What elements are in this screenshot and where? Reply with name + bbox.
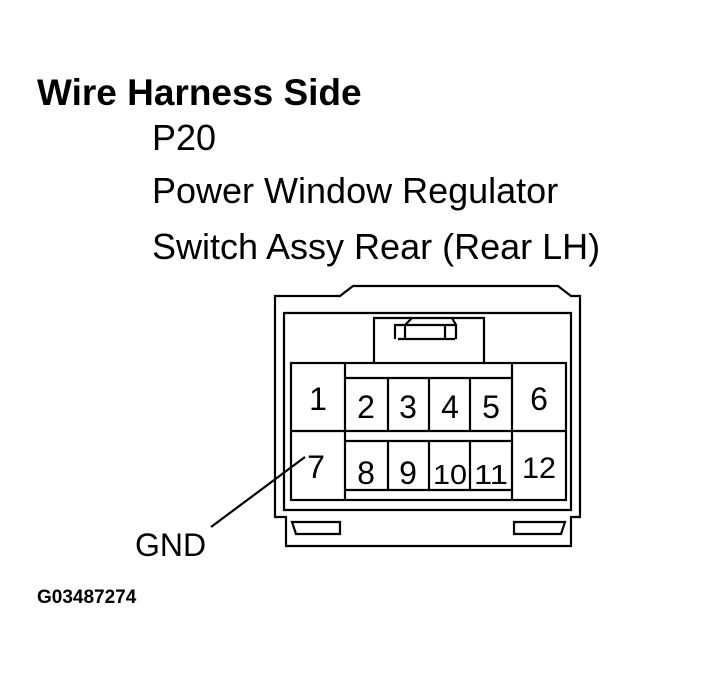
connector-latch bbox=[372, 316, 486, 363]
component-name-line1: Power Window Regulator bbox=[152, 170, 559, 211]
connector-recess-outline bbox=[282, 311, 573, 512]
pin-label: 1 bbox=[309, 381, 327, 417]
diagram-heading: Wire Harness Side bbox=[37, 72, 362, 113]
pin-label: 7 bbox=[307, 449, 325, 485]
pin-label: 8 bbox=[357, 455, 375, 491]
pin-label: 10 bbox=[433, 459, 467, 490]
connector-foot-right bbox=[512, 520, 567, 536]
pin-label: 5 bbox=[482, 389, 500, 425]
pin-label: 4 bbox=[441, 389, 459, 425]
pin-label: 11 bbox=[474, 459, 508, 490]
pin-grid bbox=[291, 363, 566, 500]
figure-code: G03487274 bbox=[37, 587, 137, 608]
pin-label: 3 bbox=[399, 389, 417, 425]
connector-foot-left bbox=[290, 520, 342, 536]
component-name-line2: Switch Assy Rear (Rear LH) bbox=[152, 226, 601, 267]
connector-id: P20 bbox=[152, 117, 217, 158]
connector-housing-outline bbox=[273, 284, 582, 548]
gnd-callout-label: GND bbox=[135, 527, 207, 563]
gnd-leader-line bbox=[210, 456, 306, 528]
pin-label: 6 bbox=[530, 381, 548, 417]
pin-label: 2 bbox=[357, 389, 375, 425]
pin-label: 12 bbox=[522, 452, 556, 485]
pin-label: 9 bbox=[399, 455, 417, 491]
